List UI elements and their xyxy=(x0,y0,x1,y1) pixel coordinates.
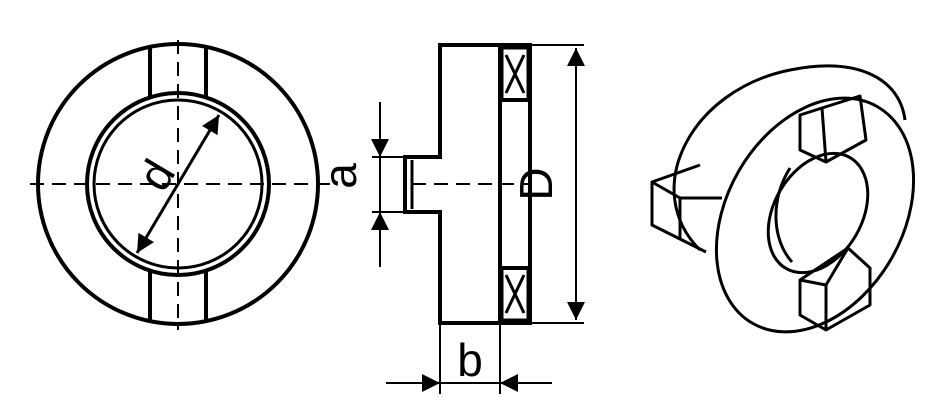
dimension-b xyxy=(386,323,552,394)
section-outline xyxy=(403,43,532,325)
label-D: D xyxy=(510,167,562,200)
dimension-D xyxy=(530,44,585,324)
key-box-top xyxy=(500,46,530,102)
label-a: a xyxy=(314,163,366,189)
label-b: b xyxy=(457,334,483,386)
front-view xyxy=(30,40,330,330)
iso-front-outer xyxy=(714,96,916,334)
iso-left-lug xyxy=(650,163,722,254)
iso-back-rim xyxy=(672,64,907,252)
key-box-bottom xyxy=(500,266,530,322)
keyway-slots xyxy=(148,48,208,320)
diameter-dimension-line xyxy=(135,114,221,254)
label-d: d xyxy=(127,151,185,200)
dimension-a xyxy=(371,102,406,267)
iso-bottom-lug xyxy=(798,246,872,332)
iso-top-lug xyxy=(798,94,868,164)
isometric-view xyxy=(650,64,916,334)
section-view xyxy=(371,43,585,394)
